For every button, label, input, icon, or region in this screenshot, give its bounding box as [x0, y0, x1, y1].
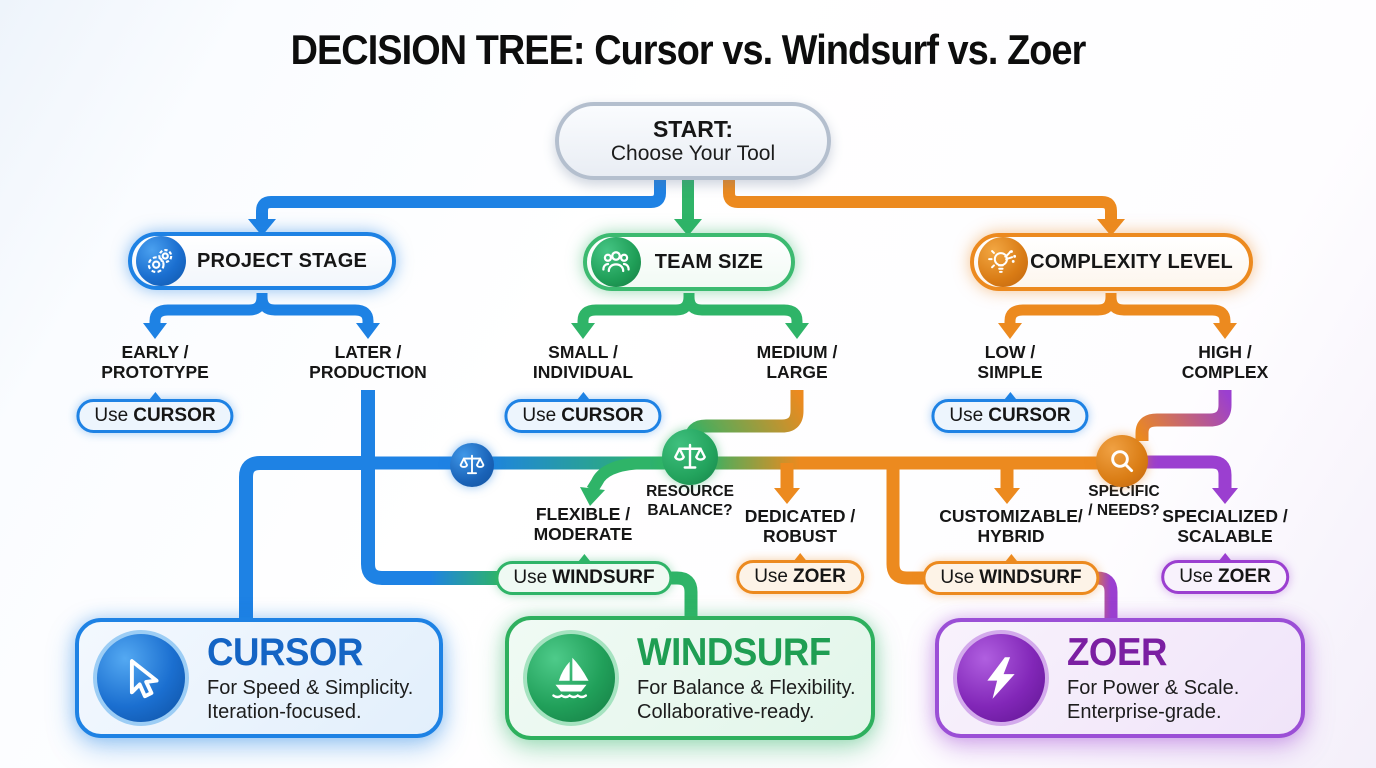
arrowhead-small: [571, 323, 595, 339]
branch-customizable-hybrid: CUSTOMIZABLE/HYBRID: [939, 506, 1083, 546]
team-size-node: TEAM SIZE: [583, 233, 795, 291]
branch-high-complex: HIGH /COMPLEX: [1181, 342, 1269, 382]
balance-scales-icon: [450, 443, 494, 487]
connector-balance-flexible: [586, 457, 651, 494]
arrowhead-customizable: [994, 488, 1020, 504]
idea-icon: [978, 237, 1028, 287]
connector-needs-specialized: [1145, 455, 1232, 489]
connector-later-cursor-card: [239, 456, 368, 618]
arrowhead-low: [998, 323, 1022, 339]
windsurf-card: WINDSURF For Balance & Flexibility.Colla…: [505, 616, 875, 740]
cursor-card-tagline: For Speed & Simplicity.Iteration-focused…: [207, 677, 414, 723]
cursor-card-title: CURSOR: [207, 631, 364, 674]
arrowhead-later: [356, 323, 380, 339]
project-stage-node: PROJECT STAGE: [128, 232, 396, 290]
connector-windsurf-card: [657, 571, 698, 618]
branch-later-production: LATER /PRODUCTION: [309, 342, 427, 382]
start-sublabel: Choose Your Tool: [610, 142, 776, 165]
resource-balance-scales-icon: [662, 429, 718, 485]
branch-low-simple: LOW /SIMPLE: [977, 342, 1043, 382]
team-size-label: TEAM SIZE: [654, 250, 764, 273]
zoer-card-title: ZOER: [1067, 631, 1167, 674]
connector-start-project-stage: [256, 174, 666, 220]
branch-small-individual: SMALL /INDIVIDUAL: [532, 342, 634, 382]
branch-specialized-scalable: SPECIALIZED /SCALABLE: [1162, 506, 1288, 546]
cursor-card: CURSOR For Speed & Simplicity.Iteration-…: [75, 618, 443, 738]
arrowhead-complexity: [1097, 219, 1125, 236]
windsurf-card-title: WINDSURF: [637, 631, 831, 674]
zoer-card-tagline: For Power & Scale.Enterprise-grade.: [1067, 677, 1240, 723]
connector-high-specific-needs: [1135, 390, 1232, 441]
connector-later-use-windsurf: [361, 390, 505, 585]
branch-medium-large: MEDIUM /LARGE: [756, 342, 838, 382]
lightning-icon: [953, 630, 1049, 726]
arrowhead-project-stage: [248, 219, 276, 236]
start-label: START:: [652, 116, 734, 142]
windsurf-card-tagline: For Balance & Flexibility.Collaborative-…: [637, 677, 856, 723]
arrowhead-flexible: [580, 487, 605, 506]
connector-complexity-low: [1004, 293, 1117, 325]
connector-balance-use-windsurf: [886, 463, 935, 585]
complexity-level-node: COMPLEXITY LEVEL: [970, 233, 1253, 291]
connector-project-early: [149, 293, 268, 325]
complexity-level-label: COMPLEXITY LEVEL: [1030, 250, 1233, 273]
zoer-card: ZOER For Power & Scale.Enterprise-grade.: [935, 618, 1305, 738]
magnifier-icon: [1096, 435, 1148, 487]
connector-complexity-high: [1105, 293, 1231, 325]
arrowhead-medium: [785, 323, 809, 339]
connector-team-medium: [683, 293, 803, 325]
project-stage-label: PROJECT STAGE: [196, 249, 368, 272]
cursor-arrow-icon: [93, 630, 189, 726]
branch-flexible-moderate: FLEXIBLE /MODERATE: [533, 504, 633, 544]
arrowhead-dedicated: [774, 488, 800, 504]
sailboat-icon: [523, 630, 619, 726]
connector-project-later: [256, 293, 374, 325]
gears-icon: [136, 236, 186, 286]
connector-team-small: [577, 293, 695, 325]
arrowhead-high: [1213, 323, 1237, 339]
team-icon: [591, 237, 641, 287]
arrowhead-team-size: [674, 219, 702, 236]
connector-start-complexity: [723, 174, 1117, 220]
specific-needs-label: SPECIFIC/ NEEDS?: [1088, 483, 1160, 519]
arrowhead-specialized: [1212, 488, 1238, 504]
arrowhead-early: [143, 323, 167, 339]
start-node: START: Choose Your Tool: [555, 102, 831, 180]
branch-early-prototype: EARLY /PROTOTYPE: [101, 342, 209, 382]
branch-dedicated-robust: DEDICATED /ROBUST: [744, 506, 856, 546]
page-title: DECISION TREE: Cursor vs. Windsurf vs. Z…: [290, 26, 1087, 73]
